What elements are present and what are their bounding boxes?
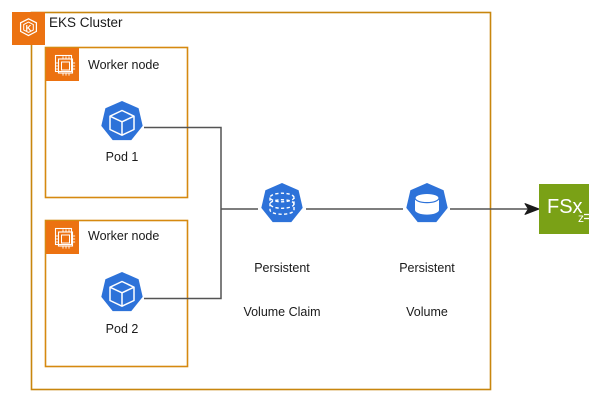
kubernetes-pod-cube-icon-2	[101, 272, 143, 312]
worker-node-label-1: Worker node	[88, 58, 160, 72]
worker-node-box-2	[44, 219, 189, 368]
pv-label-line1: Persistent	[399, 260, 455, 275]
eks-cluster-boundary	[30, 11, 492, 391]
pv-label: Persistent Volume	[372, 231, 482, 349]
cpu-chip-icon-2	[46, 221, 79, 254]
kubernetes-pvc-dashed-cylinder-icon	[261, 183, 303, 223]
amazon-fsx-icon: FSx z	[539, 184, 589, 234]
pvc-label: Persistent Volume Claim	[222, 231, 342, 349]
connector-pod1-to-junction	[144, 126, 222, 209]
arrowhead-icon	[524, 203, 540, 215]
pod-label-2: Pod 2	[105, 322, 139, 336]
kubernetes-pod-cube-icon-1	[101, 101, 143, 141]
fsx-wordmark: FSx	[547, 196, 583, 218]
eks-cluster-label: EKS Cluster	[49, 15, 123, 30]
worker-node-box-1	[44, 46, 189, 199]
pvc-label-line1: Persistent	[254, 260, 310, 275]
cpu-chip-icon-1	[46, 48, 79, 81]
svg-text:K: K	[26, 24, 32, 33]
pod-label-1: Pod 1	[105, 150, 139, 164]
worker-node-label-2: Worker node	[88, 229, 160, 243]
kubernetes-pv-cylinder-icon	[406, 183, 448, 223]
eks-kubernetes-hexagon-icon: K	[12, 12, 45, 45]
connector-pod2-to-junction	[144, 209, 222, 300]
pv-label-line2: Volume	[406, 304, 448, 319]
fsx-sub-glyph: z	[578, 211, 584, 225]
pvc-label-line2: Volume Claim	[243, 304, 321, 319]
